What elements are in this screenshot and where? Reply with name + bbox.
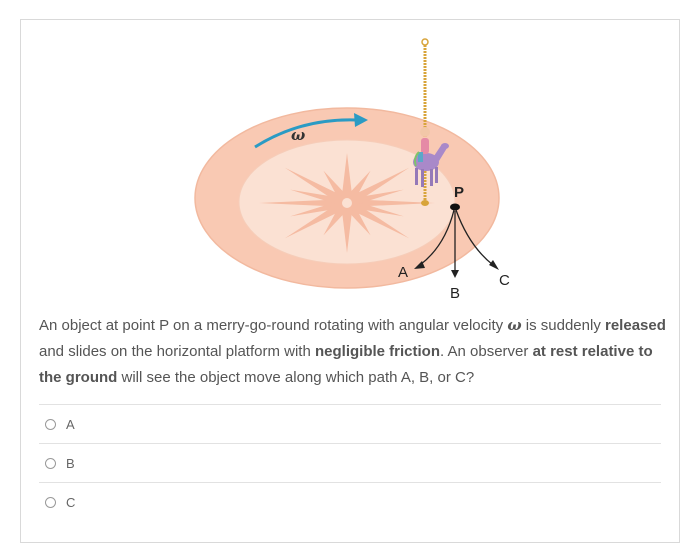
merry-go-round-figure: ω P	[194, 38, 510, 302]
option-a[interactable]: A	[39, 404, 661, 443]
horse-rider-icon	[413, 127, 449, 187]
star-pattern	[259, 153, 435, 253]
radio-button[interactable]	[45, 418, 56, 430]
option-label: A	[66, 416, 75, 432]
rotation-arrowhead	[354, 113, 368, 127]
radio-button[interactable]	[45, 457, 56, 469]
point-p-dot	[450, 203, 460, 211]
star-ray	[290, 189, 350, 207]
question-part: will see the object move along which pat…	[117, 369, 475, 386]
omega-label: ω	[291, 126, 305, 144]
path-a-label: A	[398, 264, 408, 281]
star-ray	[259, 199, 347, 207]
path-c	[455, 209, 499, 270]
path-a	[414, 209, 455, 269]
question-emphasis: negligible friction	[314, 343, 440, 360]
star-ray	[342, 200, 410, 239]
option-b[interactable]: B	[39, 443, 661, 482]
star-ray	[323, 201, 353, 236]
option-label: B	[66, 455, 75, 471]
question-emphasis: at rest relative to the ground	[39, 343, 653, 386]
star-ray	[347, 199, 435, 207]
star-ray	[284, 167, 352, 206]
question-card: ω P	[20, 19, 680, 543]
rotation-arrow	[254, 118, 358, 149]
star-ray	[341, 203, 353, 253]
question-part: is suddenly	[521, 317, 605, 334]
question-part: An object at point P on a merry-go-round…	[39, 317, 508, 334]
omega-symbol: ω	[507, 316, 522, 334]
path-b	[451, 211, 459, 278]
question-text: An object at point P on a merry-go-round…	[39, 312, 669, 391]
radio-button[interactable]	[45, 496, 56, 508]
question-part: and slides on the horizontal platform wi…	[39, 343, 315, 360]
star-ray	[284, 200, 352, 239]
star-ray	[344, 199, 404, 217]
star-ray	[342, 167, 410, 206]
question-part: . An observer	[440, 343, 533, 360]
star-ray	[341, 153, 353, 203]
option-label: C	[66, 494, 76, 510]
star-ray	[344, 189, 404, 207]
point-p-label: P	[454, 184, 464, 201]
question-emphasis: released	[605, 317, 666, 334]
star-ray	[341, 170, 371, 205]
option-c[interactable]: C	[39, 482, 661, 521]
path-b-label: B	[450, 285, 460, 302]
answer-options: A B C	[39, 404, 661, 521]
path-c-label: C	[499, 272, 510, 289]
